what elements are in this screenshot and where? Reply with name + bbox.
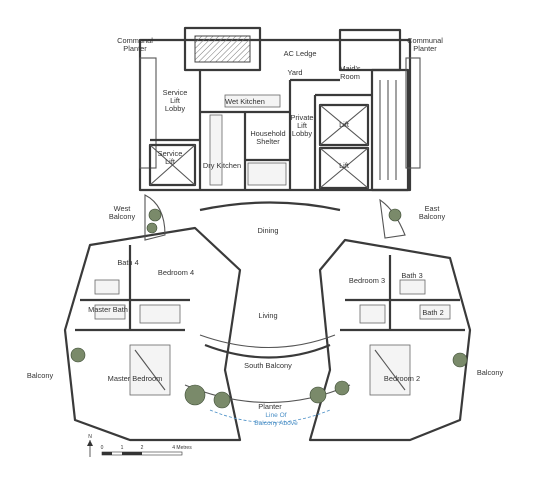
label-living: Living <box>258 311 277 320</box>
label-dry-kitchen: Dry Kitchen <box>203 161 241 170</box>
label-yard: Yard <box>287 68 302 77</box>
north-label: N <box>88 434 92 440</box>
scale-tick-1: 1 <box>121 445 124 451</box>
scale-tick-2: 2 <box>141 445 144 451</box>
east-wing <box>308 198 472 442</box>
label-bedroom-4: Bedroom 4 <box>158 268 194 277</box>
label-lift-2: Lift <box>339 161 349 170</box>
label-bath-4: Bath 4 <box>117 258 138 267</box>
central-space <box>184 201 351 423</box>
label-ac-ledge: AC Ledge <box>284 49 317 58</box>
label-bedroom-2: Bedroom 2 <box>384 374 420 383</box>
label-bath-2: Bath 2 <box>422 308 443 317</box>
label-master-bath: Master Bath <box>88 305 128 314</box>
label-master-bedroom: Master Bedroom <box>108 374 163 383</box>
label-planter: Planter <box>258 402 282 411</box>
label-balcony-left: Balcony <box>27 371 54 380</box>
label-balcony-right: Balcony <box>477 368 504 377</box>
label-bath-3: Bath 3 <box>401 271 422 280</box>
label-dining: Dining <box>258 226 279 235</box>
label-south-balcony: South Balcony <box>244 361 292 370</box>
scale-tick-0: 0 <box>101 445 104 451</box>
scale-tick-4: 4 Metres <box>172 445 192 451</box>
scale-bar: 0 1 2 4 Metres <box>101 445 192 456</box>
west-wing <box>63 194 242 442</box>
service-core <box>138 26 421 192</box>
label-lift-1: Lift <box>339 120 349 129</box>
label-wet-kitchen: Wet Kitchen <box>225 97 265 106</box>
north-arrow-icon: N <box>87 434 93 457</box>
label-bedroom-3: Bedroom 3 <box>349 276 385 285</box>
